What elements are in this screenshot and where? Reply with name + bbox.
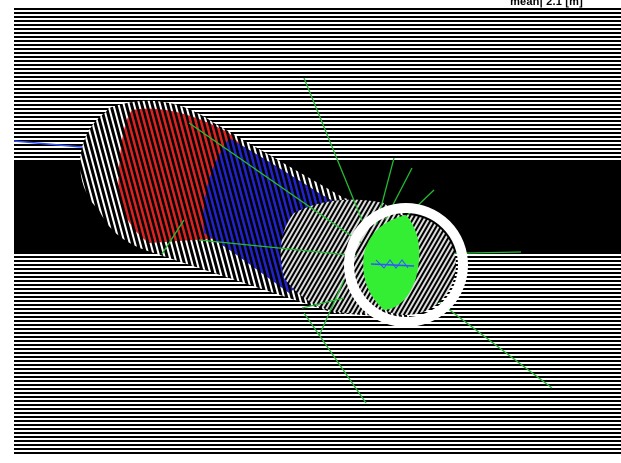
track-line	[301, 297, 345, 309]
track-line	[198, 239, 360, 257]
track-line	[188, 122, 367, 247]
track-line	[433, 297, 553, 389]
event-display-viewport[interactable]	[14, 8, 621, 455]
beam-scribble	[375, 259, 409, 269]
scale-label: mean| 2.1 [m]	[510, 0, 583, 8]
particle-tracks	[161, 77, 553, 404]
detector-scene	[14, 8, 621, 455]
track-line	[303, 77, 367, 231]
track-line	[303, 312, 367, 404]
track-line	[318, 279, 345, 337]
front-end-ring	[344, 203, 468, 327]
track-line	[161, 219, 185, 255]
green-disc	[363, 215, 420, 310]
